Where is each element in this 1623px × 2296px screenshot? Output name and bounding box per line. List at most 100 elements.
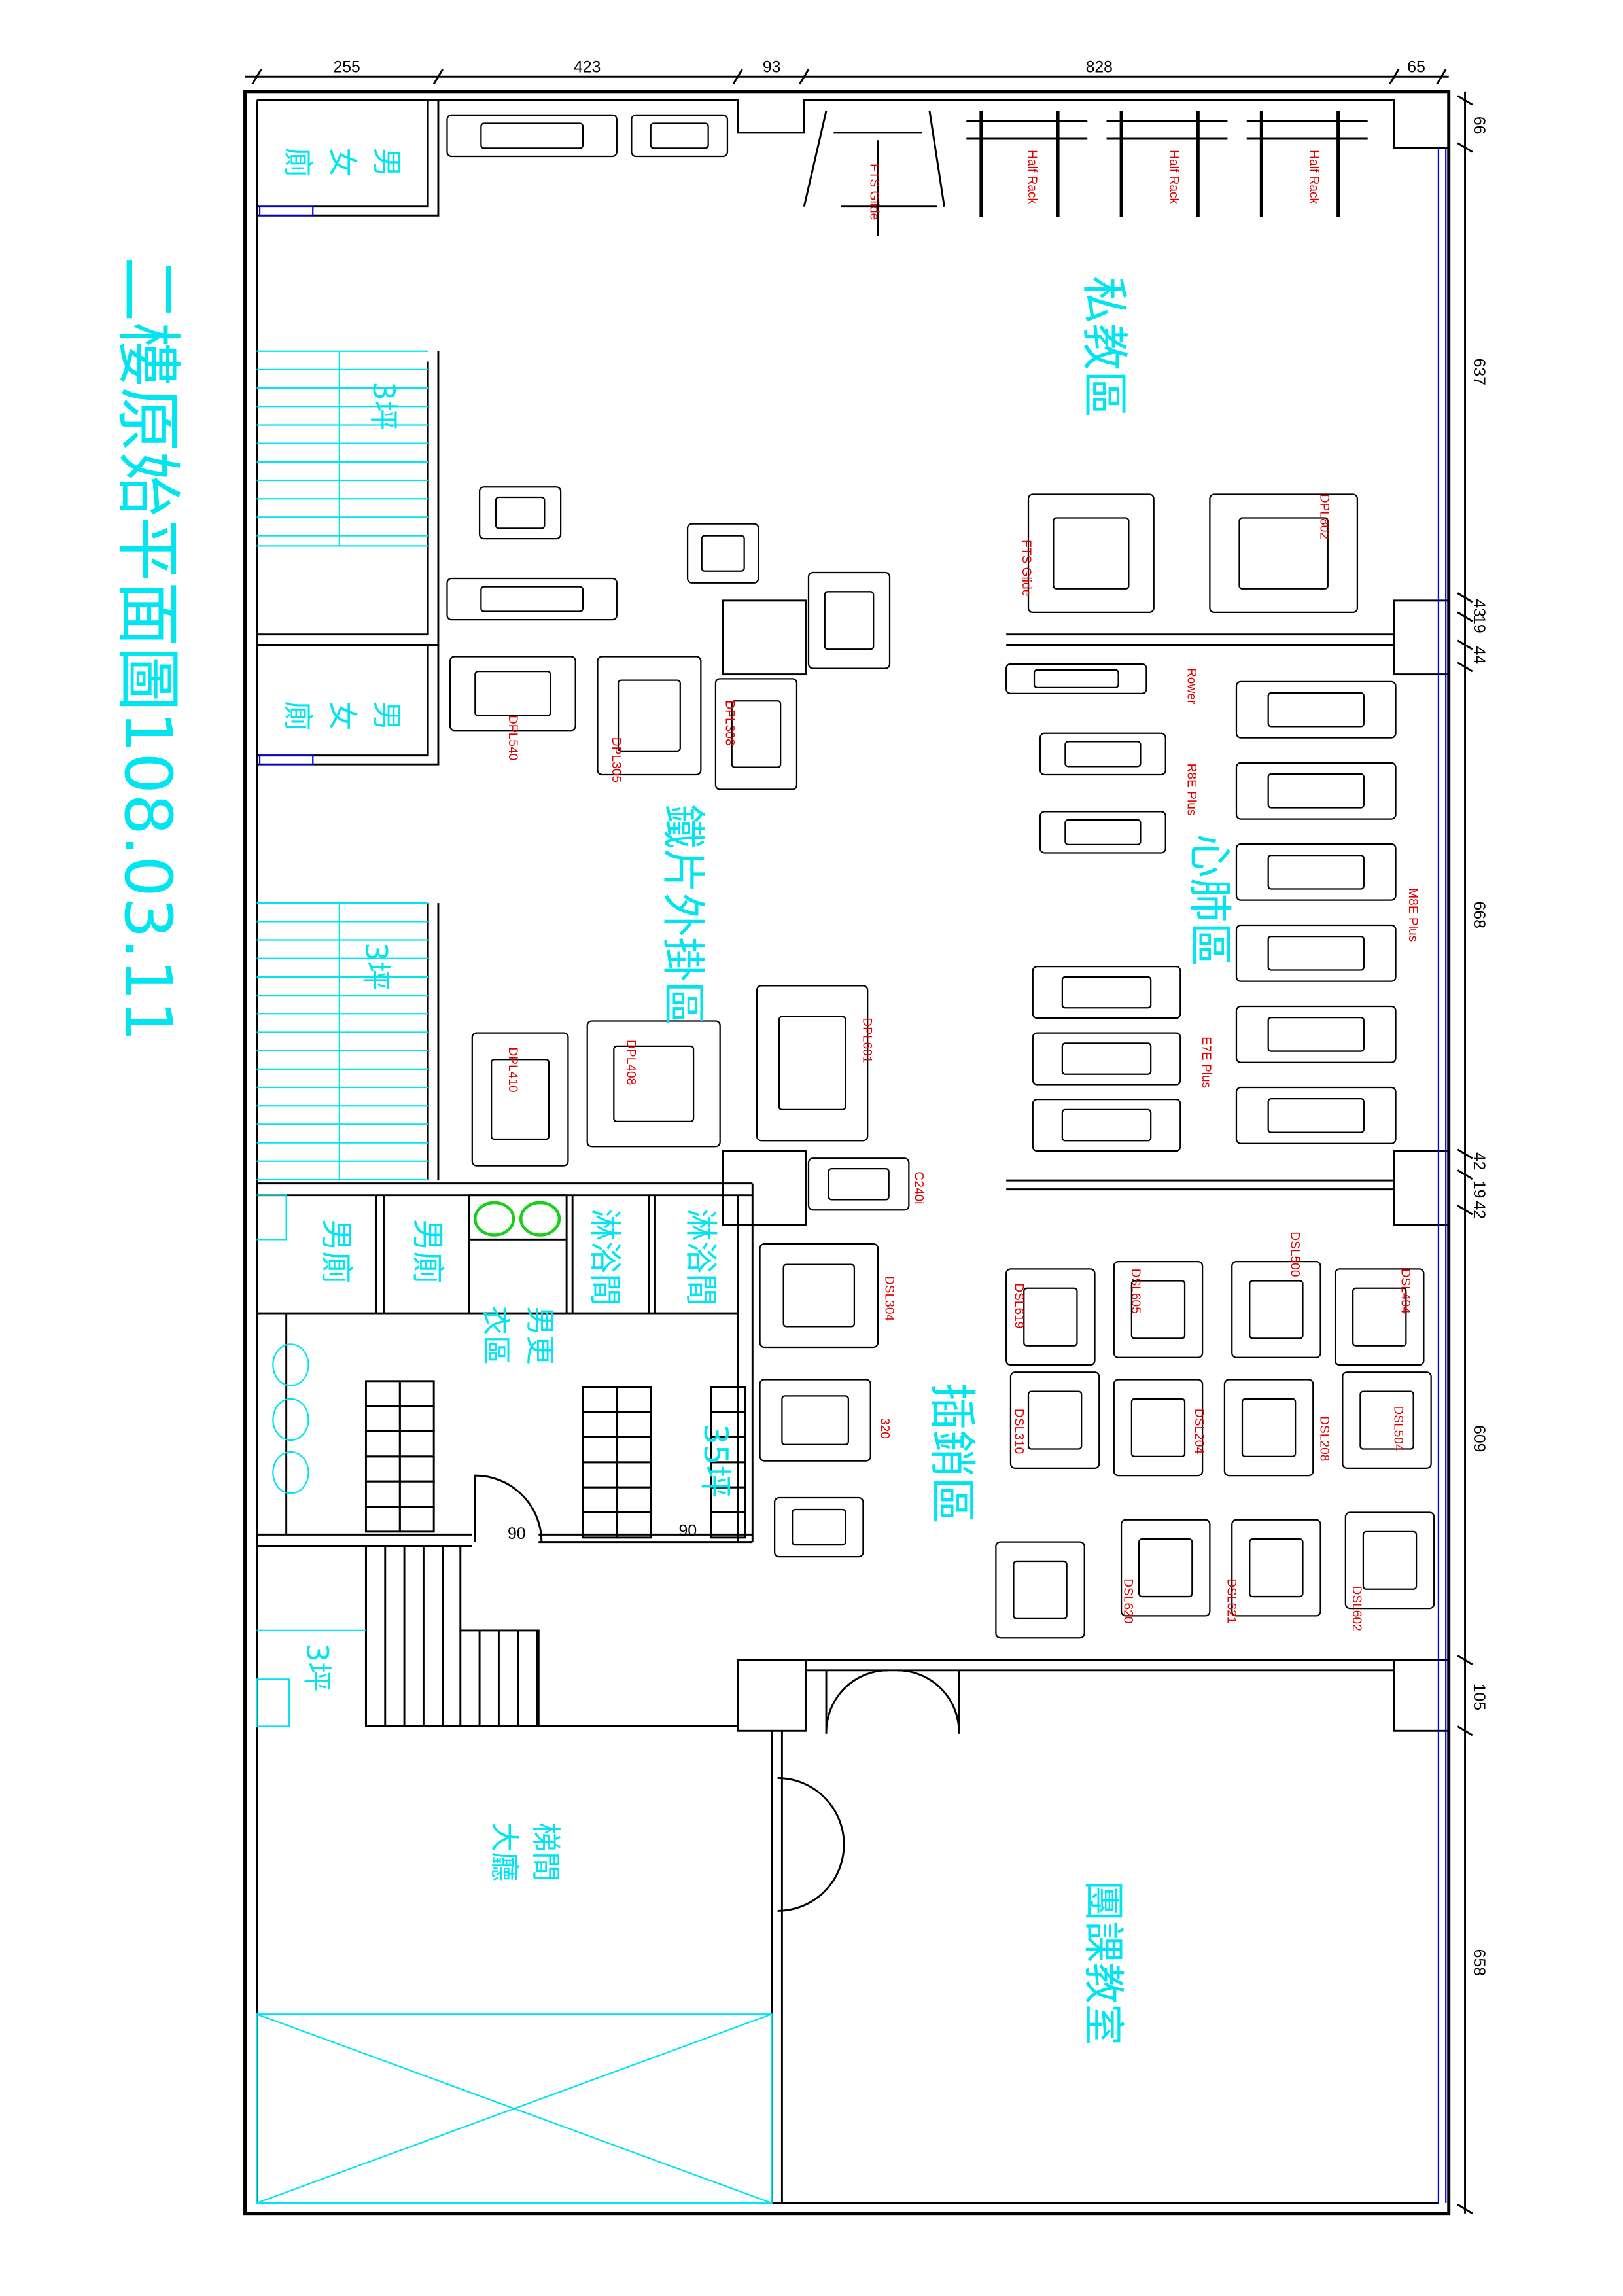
equipment-layer (446, 110, 1435, 1639)
fts-glide (1027, 493, 1155, 614)
fts-glide (803, 110, 945, 236)
dpl308 (714, 678, 798, 790)
dimension-label: 42 (1470, 1152, 1488, 1171)
room-mens-toilet: 男廁 (317, 1219, 355, 1284)
selectorized-machine (1120, 1519, 1211, 1617)
selectorized-machine (995, 1541, 1085, 1639)
bike (1039, 811, 1166, 854)
door-width-label: 90 (508, 1525, 526, 1543)
equipment-label: DSL605 (1128, 1269, 1142, 1314)
elliptical (1032, 1098, 1181, 1152)
room-mens-toilet: 男廁 (409, 1219, 447, 1284)
dimension-label: 609 (1470, 1425, 1488, 1452)
room-label: 男 (370, 701, 404, 730)
equipment-label: DPL540 (506, 715, 519, 760)
dpl802 (1209, 493, 1359, 614)
machine-320 (759, 1379, 871, 1462)
machine (773, 1496, 864, 1558)
half-rack (1106, 111, 1228, 217)
dimension-label: 65 (1407, 59, 1425, 77)
elliptical (1032, 1032, 1181, 1086)
selectorized-machine (1005, 1268, 1096, 1366)
zone-private-training: 私教區 (1076, 276, 1131, 417)
area-label: 3坪 (366, 381, 401, 430)
half-rack (966, 111, 1088, 217)
bike (1039, 732, 1166, 776)
dimension-label: 105 (1470, 1684, 1488, 1710)
equipment-label: DSL310 (1012, 1409, 1026, 1454)
selectorized-machine (1344, 1511, 1435, 1610)
room-label: 女 (325, 148, 360, 177)
dimension-label: 42 (1470, 1201, 1488, 1219)
dimension-label: 668 (1470, 902, 1488, 928)
equipment-label: Half Rack (1166, 150, 1180, 204)
equipment-label: Half Rack (1025, 150, 1039, 204)
area-label: 35坪 (697, 1424, 735, 1498)
equipment-label: DSL504 (1391, 1405, 1405, 1451)
dimension-label: 658 (1470, 1949, 1488, 1976)
bench (686, 523, 759, 584)
dsl304 (759, 1243, 879, 1349)
room-label: 男更 (523, 1306, 557, 1365)
dimension-label: 828 (1086, 59, 1113, 77)
treadmill (1235, 762, 1397, 820)
selectorized-machine (1334, 1268, 1425, 1366)
room-shower: 淋浴間 (586, 1209, 624, 1306)
dimension-label: 19 (1470, 1180, 1488, 1199)
treadmill (1235, 680, 1397, 739)
equipment-label: DSL621 (1224, 1578, 1238, 1623)
room-label: 大廳 (487, 1822, 522, 1881)
treadmill (1235, 1086, 1397, 1144)
equipment-label: DSL304 (882, 1276, 896, 1322)
treadmill (1235, 1005, 1397, 1063)
selectorized-machine (1113, 1261, 1204, 1358)
equipment-label: C240i (911, 1171, 925, 1204)
rower (1005, 663, 1147, 695)
equipment-label: Half Rack (1307, 150, 1321, 204)
equipment-label: DPL802 (1318, 494, 1331, 539)
equipment-label: DSL208 (1318, 1416, 1331, 1461)
half-rack (1246, 111, 1368, 217)
equipment-label: Rower (1185, 668, 1198, 705)
room-label: 女 (325, 701, 360, 730)
stairs (256, 350, 773, 2204)
dpl305 (597, 656, 702, 776)
walls (243, 90, 1451, 2216)
zone-selectorized: 插銷區 (924, 1383, 979, 1524)
zone-group-class: 團課教室 (1079, 1880, 1128, 2045)
equipment-label: R8E Plus (1185, 764, 1198, 816)
equipment-label: DSL620 (1121, 1578, 1135, 1623)
equipment-label: M8E Plus (1406, 888, 1420, 942)
dimension-label: 255 (333, 59, 360, 77)
dimension-label: 44 (1470, 646, 1488, 664)
dimension-label: 19 (1470, 615, 1488, 633)
equipment-label: DPL410 (506, 1047, 519, 1092)
equipment-label: DSL500 (1287, 1231, 1301, 1277)
door-width-label: 90 (679, 1523, 697, 1540)
dumbbell-rack (631, 114, 729, 158)
zone-cardio: 心肺區 (1184, 834, 1236, 966)
window-lines (258, 147, 1447, 2203)
room-shower: 淋浴間 (682, 1209, 720, 1306)
equipment-label: 320 (877, 1418, 891, 1439)
dimension-label: 423 (574, 59, 601, 77)
dumbbell-rack (446, 114, 618, 158)
equipment-label: DPL308 (723, 700, 737, 745)
c240i (807, 1157, 910, 1211)
equipment-label: DSL619 (1012, 1283, 1026, 1328)
dpl540 (449, 656, 576, 732)
dpl601 (756, 985, 869, 1142)
room-label: 廁 (281, 701, 315, 730)
selectorized-machine (1113, 1379, 1204, 1477)
equipment-label: DPL601 (860, 1017, 873, 1063)
room-label: 衣區 (478, 1306, 513, 1365)
equipment-label: DSL204 (1192, 1409, 1206, 1455)
drawing-title: 二樓原始平面圖108.03.11 (110, 257, 185, 1042)
selectorized-machine (1009, 1371, 1100, 1469)
equipment-label: DPL408 (624, 1040, 638, 1085)
equipment-label: DPL305 (609, 737, 623, 783)
area-label: 3坪 (300, 1643, 335, 1691)
